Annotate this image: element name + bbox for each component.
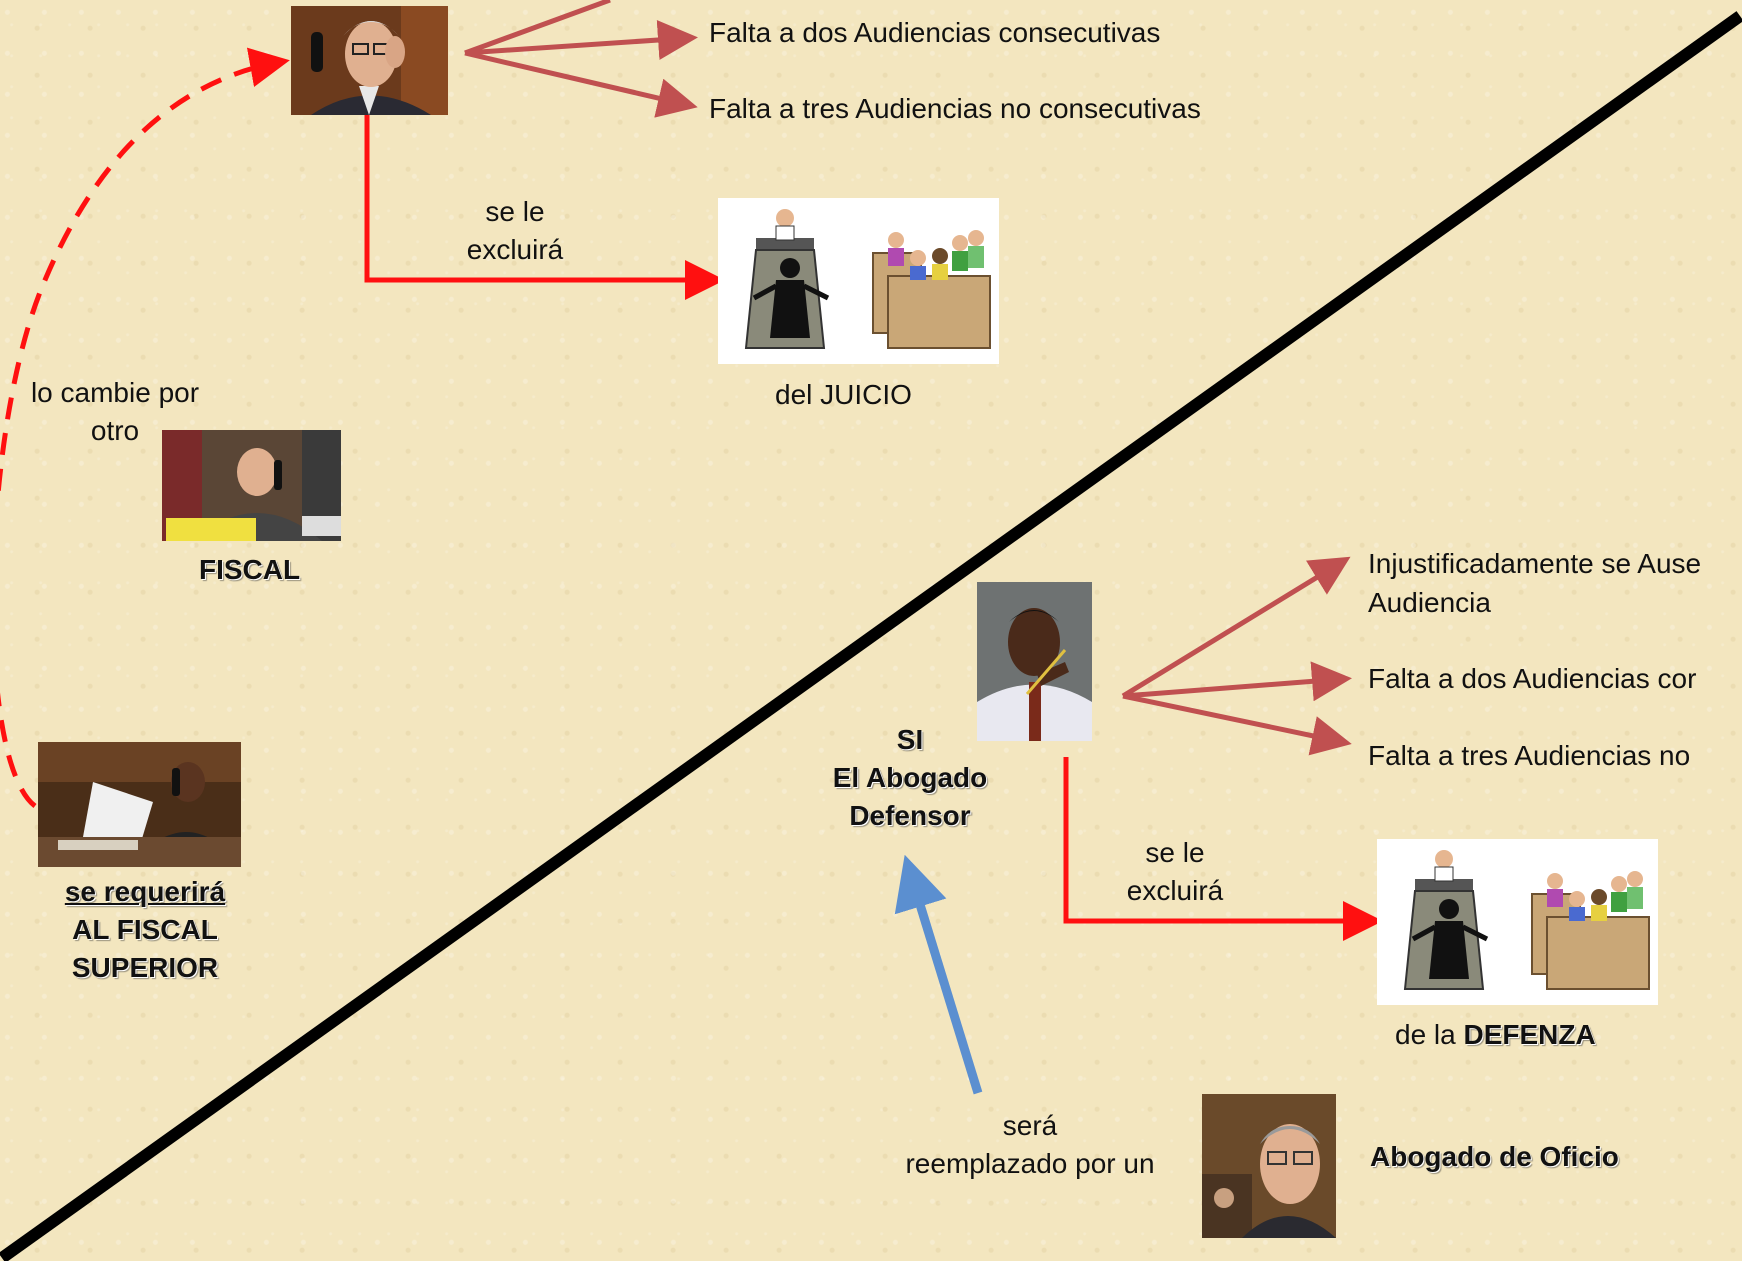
top-exclude-label-line2: excluirá — [466, 234, 564, 265]
defense-lawyer-photo — [977, 582, 1092, 741]
fiscal-superior-icon — [38, 742, 241, 867]
bottom-exclude-label-line1: se le — [1145, 837, 1205, 868]
bottom-reason-1b: Audiencia — [1368, 587, 1491, 618]
top-exclude-label: se le excluirá — [450, 193, 580, 269]
top-reason-2: Falta a dos Audiencias consecutivas — [709, 17, 1161, 48]
fan-arrow-bottom-1 — [1121, 556, 1351, 699]
bottom-result-prefix: de la — [1395, 1019, 1464, 1050]
abogado-oficio-photo — [1202, 1094, 1336, 1238]
replace-arrow — [894, 854, 983, 1095]
bottom-exclude-label-line2: excluirá — [1126, 875, 1224, 906]
top-reason-3: Falta a tres Audiencias no consecutivas — [709, 93, 1201, 124]
bottom-result: de la DEFENZA — [1395, 1016, 1596, 1054]
court-icon — [718, 198, 999, 364]
change-label-line1: lo cambie por — [30, 377, 200, 408]
bottom-result-bold: DEFENZA — [1463, 1019, 1596, 1050]
fan-arrow-bottom-2 — [1122, 661, 1352, 702]
replace-line2: reemplazado por un — [905, 1148, 1155, 1179]
fiscal-phone-photo — [162, 430, 341, 541]
defense-lawyer-icon — [977, 582, 1092, 741]
bottom-reason-2: Falta a dos Audiencias cor — [1368, 663, 1697, 694]
court-clipart-top — [718, 198, 999, 364]
dashed-arrow-to-lawyer — [0, 47, 290, 808]
fiscal-superior-label: se requerirá AL FISCAL SUPERIOR — [10, 873, 280, 987]
bottom-exclude-label: se le excluirá — [1110, 834, 1240, 910]
fiscal-superior-line3: SUPERIOR — [71, 952, 219, 983]
fiscal-label: FISCAL — [199, 554, 301, 585]
court-icon — [1377, 839, 1658, 1005]
bottom-reason-3: Falta a tres Audiencias no — [1368, 740, 1691, 771]
fan-arrow-top-3 — [464, 50, 698, 118]
replace-label: será reemplazado por un — [870, 1107, 1190, 1183]
court-clipart-bottom — [1377, 839, 1658, 1005]
exclude-arrow-top — [364, 113, 725, 300]
fiscal-phone-icon — [162, 430, 341, 541]
condition-line1: SI — [896, 724, 924, 755]
top-exclude-label-line1: se le — [485, 196, 545, 227]
fan-arrow-top-2 — [464, 20, 698, 60]
fan-arrow-top-1 — [464, 0, 611, 56]
fiscal-superior-line2: AL FISCAL — [72, 914, 218, 945]
fiscal-superior-photo — [38, 742, 241, 867]
fiscal-superior-line1: se requerirá — [64, 876, 226, 907]
change-label-line2: otro — [90, 415, 140, 446]
lawyer-phone-icon — [291, 6, 448, 115]
replace-line1: será — [1002, 1110, 1058, 1141]
lawyer-phone-photo — [291, 6, 448, 115]
bottom-reason-1a: Injustificadamente se Ause — [1368, 548, 1702, 579]
change-label: lo cambie por otro — [10, 374, 220, 450]
exclude-arrow-bottom — [1063, 757, 1383, 941]
condition-line3: Defensor — [849, 800, 971, 831]
condition-label: SI El Abogado Defensor — [790, 721, 1030, 835]
top-result: del JUICIO — [775, 379, 912, 410]
diagonal-divider — [0, 11, 1742, 1261]
abogado-oficio-label: Abogado de Oficio — [1370, 1141, 1619, 1172]
fan-arrow-bottom-3 — [1122, 693, 1352, 756]
condition-line2: El Abogado — [832, 762, 988, 793]
abogado-oficio-icon — [1202, 1094, 1336, 1238]
